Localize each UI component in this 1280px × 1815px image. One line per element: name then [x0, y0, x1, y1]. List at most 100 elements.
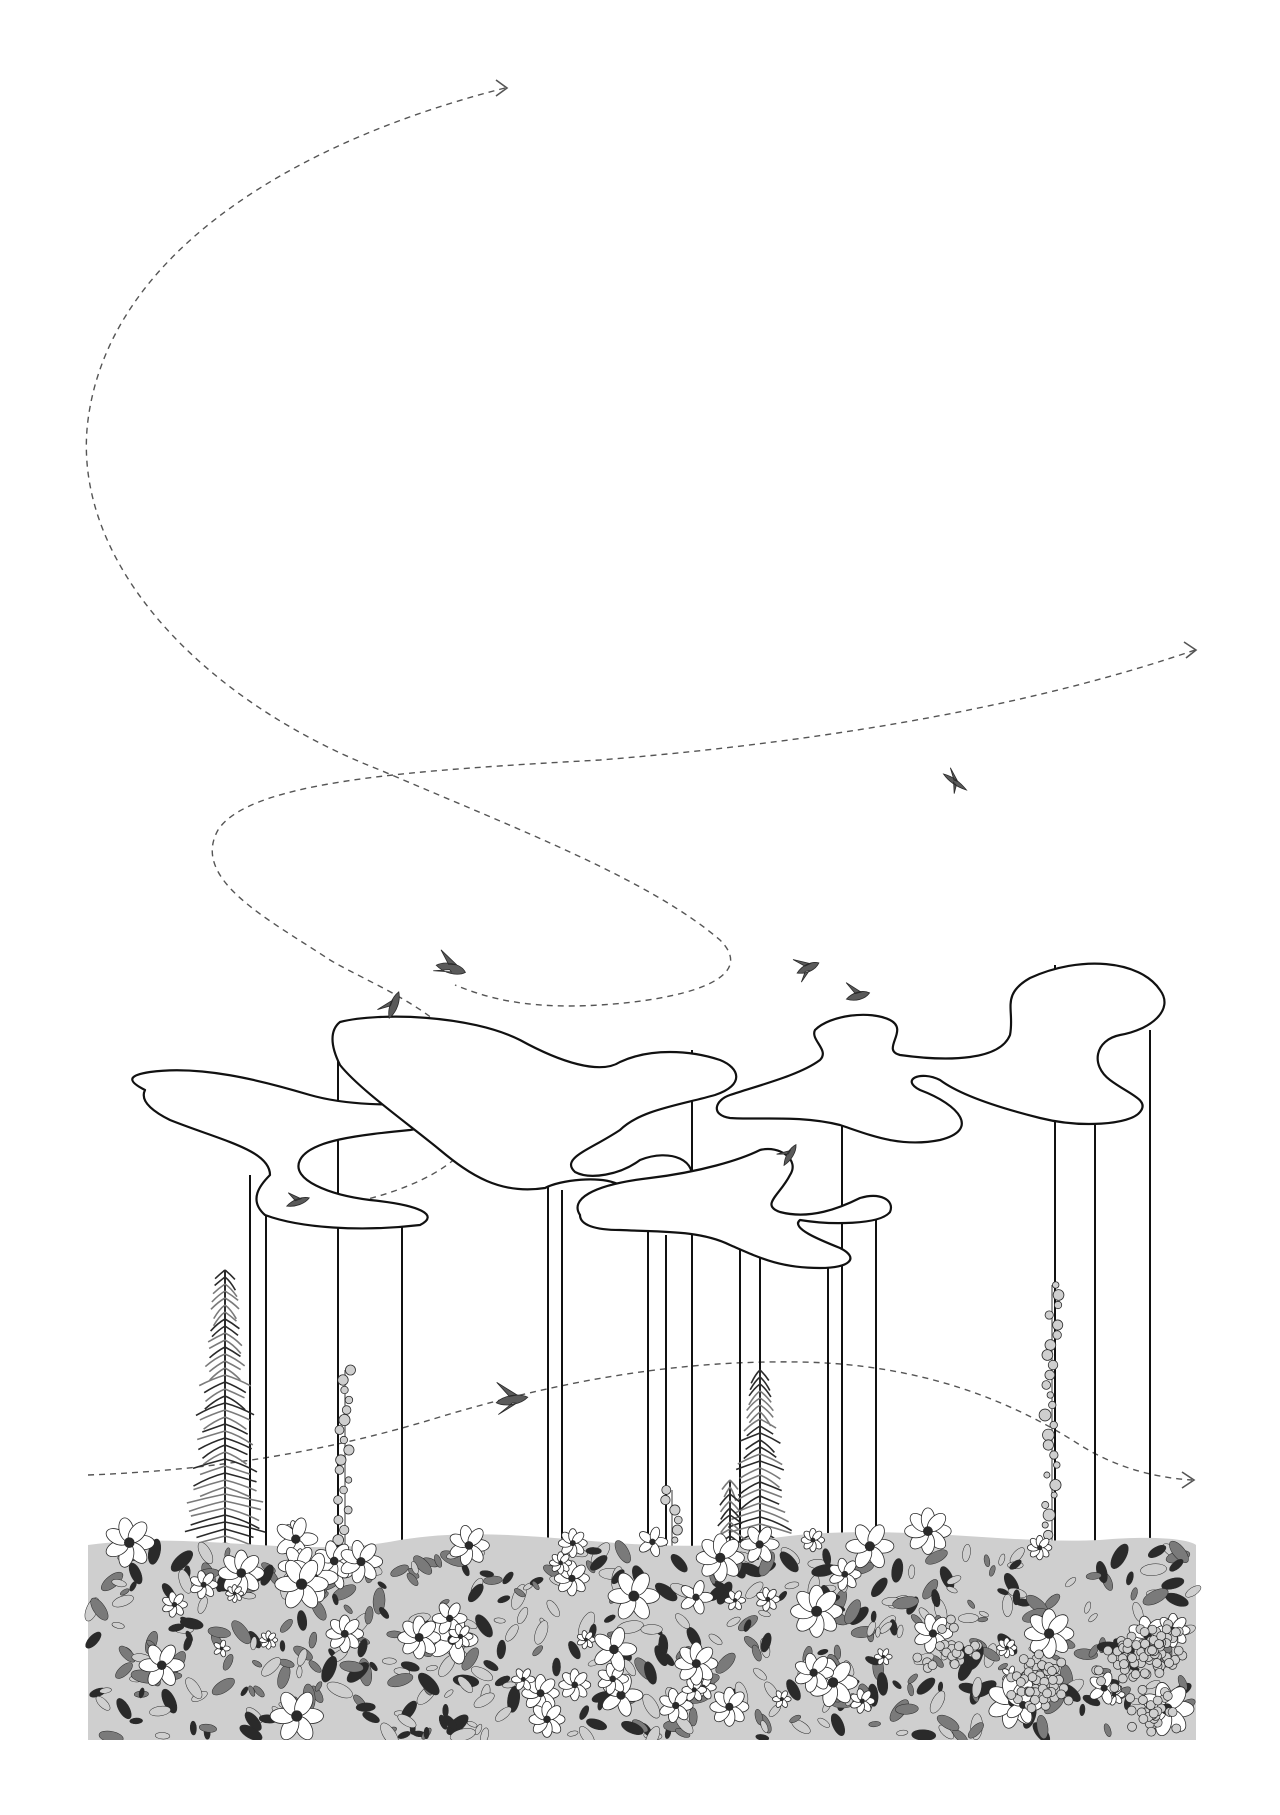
flower-bud	[339, 1485, 348, 1495]
leaf	[413, 1555, 433, 1575]
leaf	[621, 1720, 644, 1735]
bird-icon	[433, 949, 466, 975]
leaf	[493, 1617, 506, 1624]
flower-centre	[809, 1668, 818, 1677]
flower-centre	[571, 1681, 579, 1689]
flower-icon	[709, 1686, 750, 1727]
leaf	[180, 1617, 204, 1630]
leaf	[183, 1635, 193, 1651]
floret	[1042, 1688, 1052, 1699]
conifer-branch	[745, 1439, 776, 1453]
leaf	[532, 1645, 543, 1657]
conifer-branch	[202, 1451, 248, 1465]
leaf	[364, 1606, 374, 1625]
conifer-branch	[214, 1276, 237, 1291]
leaf	[817, 1717, 830, 1728]
flower-icon	[269, 1691, 324, 1741]
conifer-branch	[207, 1332, 243, 1347]
flower-bud	[1052, 1281, 1060, 1289]
flower-centre	[340, 1629, 349, 1638]
leaf	[604, 1614, 616, 1623]
flower-icon	[607, 1572, 660, 1620]
leaf	[534, 1620, 549, 1645]
leaf	[111, 1579, 127, 1588]
conifer-branch	[199, 1486, 251, 1498]
flower-icon	[105, 1517, 155, 1568]
leaf	[138, 1687, 145, 1699]
leaf	[989, 1565, 996, 1577]
conifer-branch	[204, 1353, 246, 1368]
leaf	[908, 1564, 916, 1579]
leaf	[279, 1618, 293, 1633]
leaf	[998, 1553, 1006, 1566]
leaf	[784, 1581, 800, 1590]
leaf	[760, 1720, 769, 1733]
floret	[1018, 1654, 1029, 1664]
conifer-branch	[190, 1507, 260, 1522]
canopy-layer-lower	[576, 1147, 893, 1270]
bird-icon	[942, 767, 968, 794]
leaf	[308, 1660, 322, 1673]
flower-cluster-icon	[1122, 1624, 1181, 1679]
flower-bud	[337, 1374, 349, 1386]
conifer-branch	[208, 1339, 242, 1355]
floret	[1119, 1659, 1129, 1669]
flight-path-upper	[85, 87, 732, 1007]
leaf	[240, 1686, 249, 1697]
leaf	[470, 1666, 493, 1682]
leaf	[149, 1705, 171, 1717]
leaf	[1002, 1593, 1013, 1617]
leaf	[946, 1586, 958, 1594]
leaf	[425, 1665, 438, 1672]
leaf	[95, 1695, 111, 1711]
leaf	[830, 1713, 845, 1736]
leaf	[207, 1626, 231, 1638]
leaf	[496, 1639, 506, 1660]
leaf	[892, 1596, 919, 1610]
flower-bud	[1041, 1521, 1049, 1529]
flower-cluster-icon	[912, 1614, 983, 1673]
floret	[1015, 1677, 1026, 1687]
conifer-branch	[743, 1446, 777, 1460]
flower-garden	[0, 1507, 1280, 1815]
conifer-branch	[748, 1383, 772, 1398]
leaf	[670, 1554, 688, 1573]
flower-icon	[904, 1507, 952, 1555]
leaf	[1110, 1543, 1129, 1569]
flower-bud	[1042, 1428, 1055, 1442]
conifer-branch	[717, 1514, 743, 1527]
flower-centre	[536, 1689, 545, 1698]
leaf	[579, 1705, 590, 1720]
flower-bud	[1044, 1310, 1054, 1320]
flower-icon	[274, 1559, 329, 1609]
flower-bud	[1042, 1508, 1056, 1522]
leaf	[116, 1698, 132, 1720]
flower-centre	[827, 1677, 839, 1688]
flower-bud	[340, 1385, 349, 1395]
flower-bud	[671, 1524, 683, 1536]
floret	[1164, 1658, 1174, 1668]
flower-centre	[584, 1637, 588, 1642]
conifer-branch	[212, 1311, 237, 1327]
floret	[1156, 1631, 1167, 1641]
conifer-branch	[192, 1458, 258, 1473]
floret	[1026, 1703, 1037, 1713]
floret	[937, 1624, 947, 1634]
floret	[1093, 1665, 1104, 1676]
leaf	[983, 1554, 991, 1568]
leaf	[326, 1681, 353, 1699]
leaf	[112, 1594, 134, 1608]
flower-bud	[341, 1405, 352, 1415]
conifer-branch	[196, 1528, 254, 1539]
leaf	[1161, 1577, 1185, 1590]
conifer-branch	[202, 1423, 249, 1435]
leaf	[197, 1596, 208, 1614]
leaf	[99, 1687, 112, 1694]
flower-spike-icon	[332, 1364, 356, 1560]
flower-centre	[291, 1534, 301, 1544]
leaf	[879, 1621, 893, 1634]
leaf	[916, 1677, 936, 1695]
flower-bud	[1048, 1400, 1057, 1410]
leaf	[502, 1681, 516, 1689]
flower-icon	[325, 1614, 364, 1654]
